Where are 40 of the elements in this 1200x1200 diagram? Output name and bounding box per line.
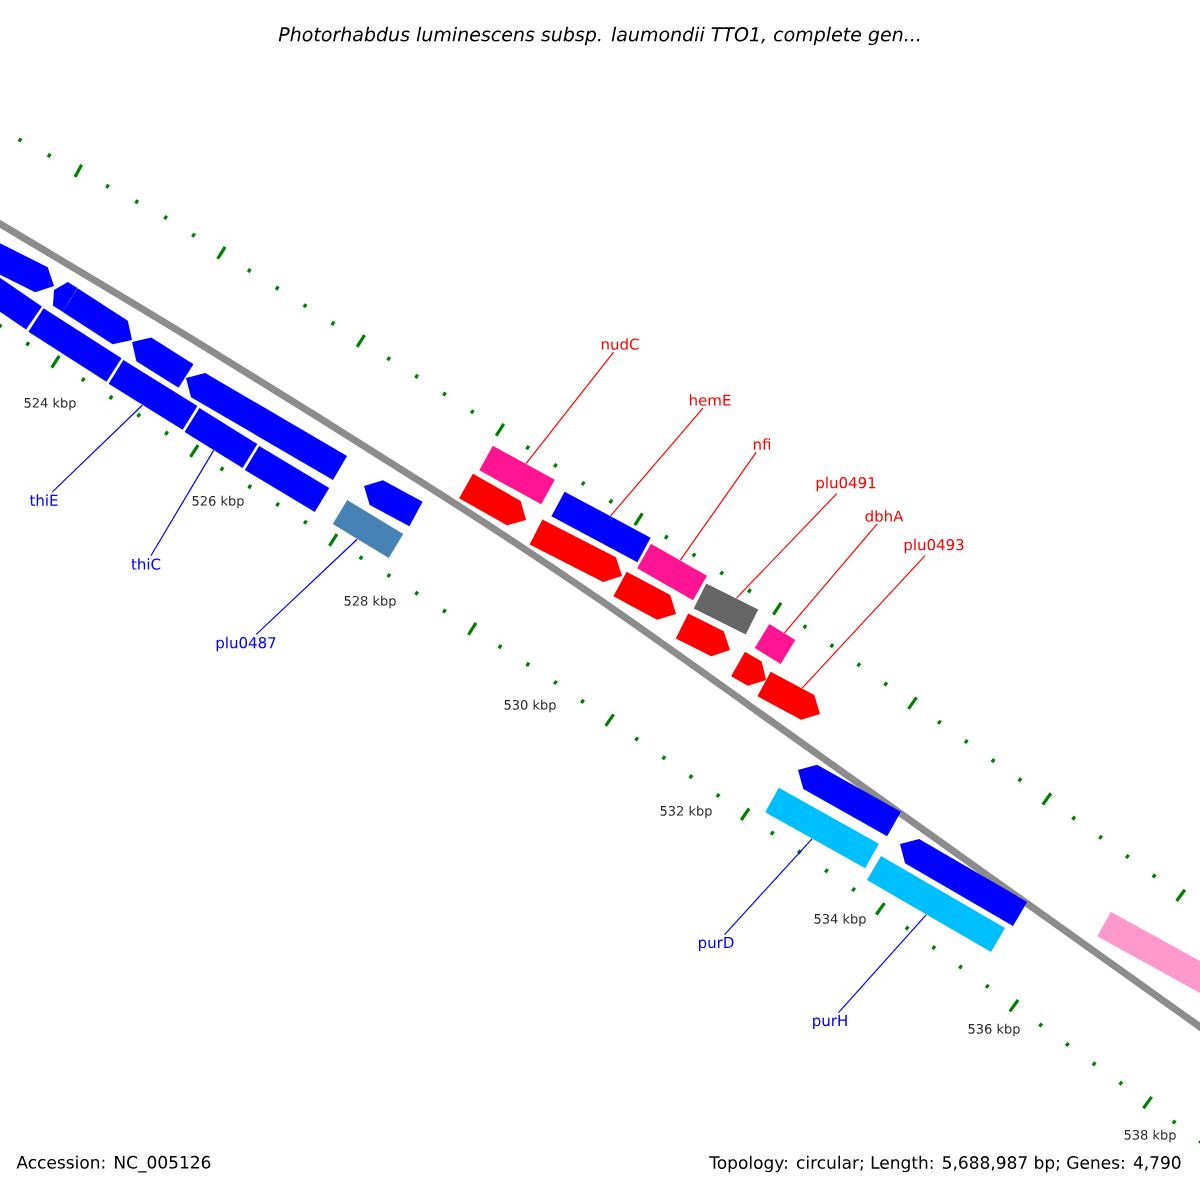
gene-bar — [731, 651, 766, 686]
gene-bar — [364, 480, 423, 527]
gene-bar — [53, 282, 78, 312]
gene-bar — [244, 446, 330, 512]
leader-line — [837, 914, 927, 1014]
leader-line — [735, 493, 838, 599]
gene-bar — [459, 473, 526, 526]
genome-info-text: Topology: circular; Length: 5,688,987 bp; Genes: 4,790 — [709, 1155, 1181, 1173]
gene-bar — [754, 624, 796, 664]
gene-bar — [0, 241, 54, 293]
gene-bar — [529, 519, 622, 583]
gene-bar — [693, 583, 759, 635]
gene-bar — [551, 491, 651, 563]
accession-text: Accession: NC_005126 — [16, 1155, 211, 1173]
leader-line — [724, 838, 813, 936]
gene-bar — [637, 543, 707, 601]
gene-bar — [28, 308, 122, 382]
gene-bar — [765, 787, 879, 869]
leader-line — [150, 449, 215, 557]
gene-bar — [900, 838, 1028, 927]
leader-line — [610, 407, 704, 517]
gene-bar — [867, 855, 1006, 953]
title: Photorhabdus luminescens subsp. laumondii TTO1, complete gen... — [278, 26, 920, 46]
leader-line — [255, 538, 358, 635]
gene-bar — [675, 613, 730, 657]
gene-bar — [757, 671, 820, 720]
gene-bar — [62, 288, 132, 345]
gene-bar — [132, 337, 194, 388]
gene-bar — [0, 276, 42, 330]
leader-line — [801, 555, 926, 689]
leader-line — [51, 404, 143, 493]
leader-line — [525, 351, 615, 465]
leader-line — [783, 523, 878, 634]
gene-bar — [108, 360, 198, 430]
gene-bar — [332, 500, 404, 558]
gene-bar — [613, 571, 676, 620]
leader-line — [679, 451, 757, 561]
gene-bar — [479, 445, 555, 505]
gene-bar — [798, 764, 901, 837]
gene-bar — [184, 408, 258, 468]
